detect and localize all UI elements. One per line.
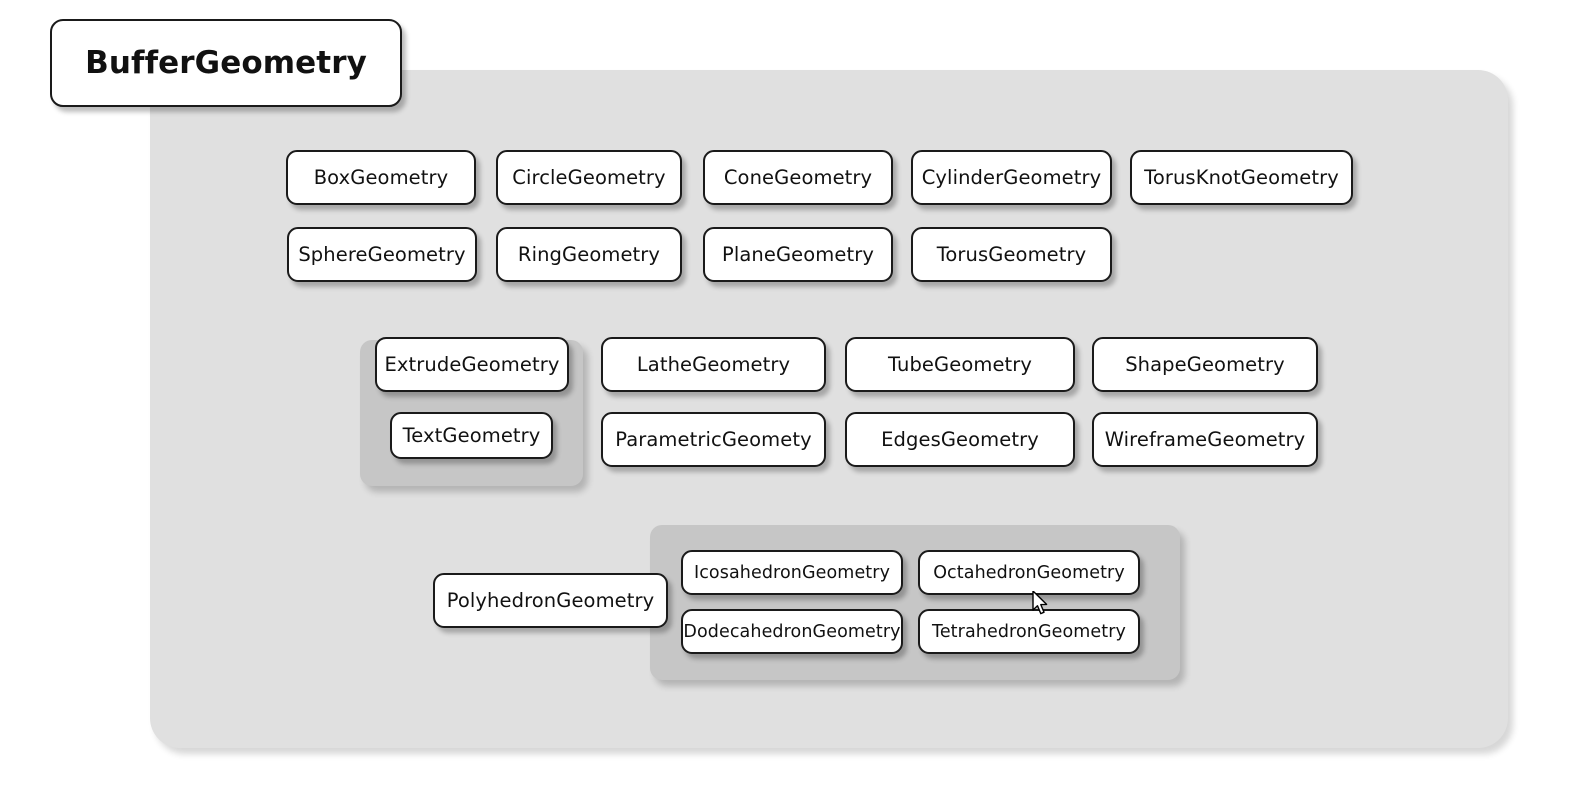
node-extrudegeometry[interactable]: ExtrudeGeometry [375,337,569,392]
node-planegeometry[interactable]: PlaneGeometry [703,227,893,282]
node-label: WireframeGeometry [1104,428,1306,451]
node-cylindergeometry[interactable]: CylinderGeometry [911,150,1112,205]
node-label: DodecahedronGeometry [683,621,901,642]
root-node-buffergeometry[interactable]: BufferGeometry [50,19,402,107]
node-icosahedrongeometry[interactable]: IcosahedronGeometry [681,550,903,595]
node-label: ParametricGeomety [615,428,812,451]
node-label: EdgesGeometry [881,428,1039,451]
node-shapegeometry[interactable]: ShapeGeometry [1092,337,1318,392]
node-conegeometry[interactable]: ConeGeometry [703,150,893,205]
node-label: TubeGeometry [887,353,1033,376]
node-spheregeometry[interactable]: SphereGeometry [287,227,477,282]
node-label: BoxGeometry [313,166,449,189]
node-label: ShapeGeometry [1125,353,1285,376]
node-textgeometry[interactable]: TextGeometry [390,412,553,459]
node-label: RingGeometry [517,243,661,266]
node-label: TorusKnotGeometry [1144,166,1339,189]
node-label: IcosahedronGeometry [693,562,891,583]
node-label: CircleGeometry [512,166,666,189]
root-node-label: BufferGeometry [85,45,367,81]
node-wireframegeometry[interactable]: WireframeGeometry [1092,412,1318,467]
node-label: OctahedronGeometry [933,562,1125,583]
node-edgesgeometry[interactable]: EdgesGeometry [845,412,1075,467]
node-ringgeometry[interactable]: RingGeometry [496,227,682,282]
node-label: PlaneGeometry [721,243,874,266]
node-lathegeometry[interactable]: LatheGeometry [601,337,826,392]
node-label: TetrahedronGeometry [932,621,1126,642]
polyhedron-group [650,525,1180,680]
node-label: CylinderGeometry [921,166,1102,189]
node-dodecahedrongeometry[interactable]: DodecahedronGeometry [681,609,903,654]
node-tetrahedrongeometry[interactable]: TetrahedronGeometry [918,609,1140,654]
node-label: SphereGeometry [298,243,466,266]
node-tubegeometry[interactable]: TubeGeometry [845,337,1075,392]
node-polyhedrongeometry[interactable]: PolyhedronGeometry [433,573,668,628]
node-boxgeometry[interactable]: BoxGeometry [286,150,476,205]
node-label: TorusGeometry [936,243,1087,266]
node-label: PolyhedronGeometry [446,589,655,612]
node-octahedrongeometry[interactable]: OctahedronGeometry [918,550,1140,595]
node-torusgeometry[interactable]: TorusGeometry [911,227,1112,282]
node-label: LatheGeometry [636,353,791,376]
node-circlegeometry[interactable]: CircleGeometry [496,150,682,205]
node-torusknotgeometry[interactable]: TorusKnotGeometry [1130,150,1353,205]
node-label: ConeGeometry [723,166,873,189]
node-label: TextGeometry [402,424,541,447]
node-parametricgeomety[interactable]: ParametricGeomety [601,412,826,467]
node-label: ExtrudeGeometry [384,353,560,376]
